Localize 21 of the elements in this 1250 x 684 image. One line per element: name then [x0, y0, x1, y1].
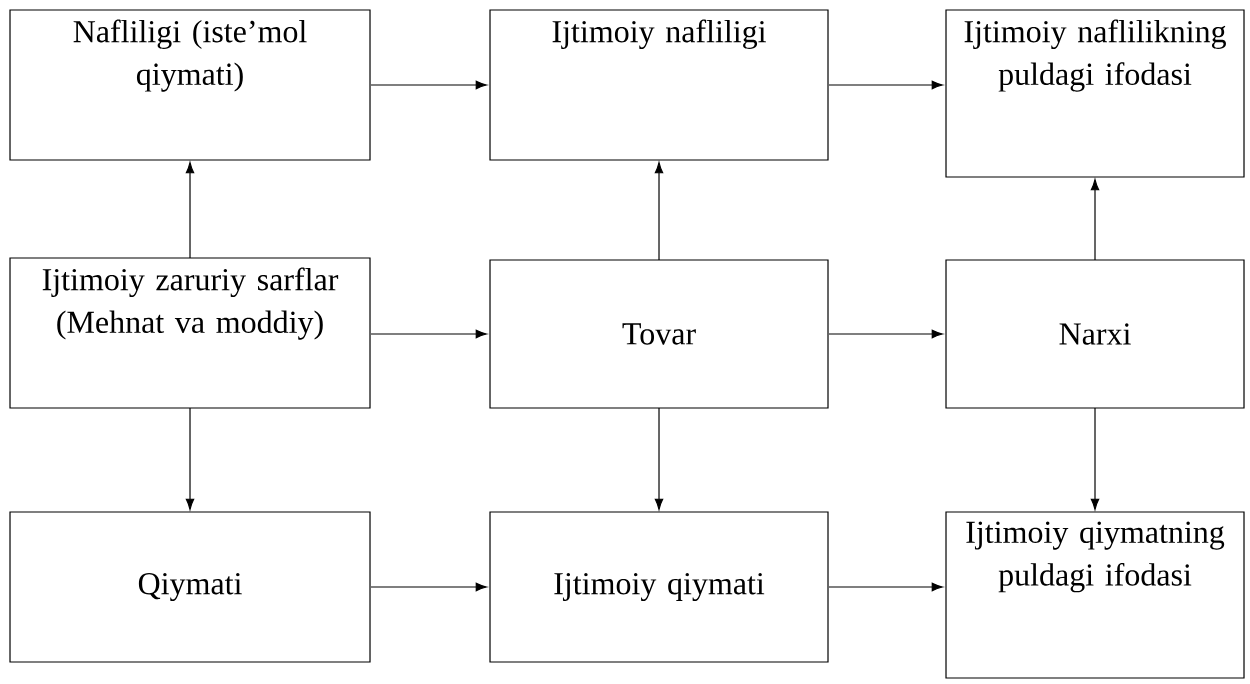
text-box: Ijtimoiy nafliligi — [489, 9, 829, 161]
arrow — [370, 582, 487, 592]
text-box: Ijtimoiy qiymati — [489, 511, 829, 663]
text-box: Ijtimoiy naflilikning puldagi ifodasi — [945, 9, 1245, 178]
arrow — [828, 80, 943, 90]
arrow — [370, 329, 487, 339]
arrow — [1090, 179, 1100, 261]
arrow — [828, 582, 943, 592]
arrow — [654, 407, 664, 510]
text-box: Tovar — [489, 259, 829, 409]
arrow — [370, 80, 487, 90]
text-box: Narxi — [945, 259, 1245, 409]
text-box: Qiymati — [9, 511, 371, 663]
text-box: Nafliligi (iste’mol qiymati) — [9, 9, 371, 161]
text-box: Ijtimoiy zaruriy sarflar (Mehnat va moddiy) — [9, 257, 371, 409]
text-box: Ijtimoiy qiymatning puldagi ifodasi — [945, 511, 1245, 679]
arrow — [185, 407, 195, 510]
arrow — [185, 162, 195, 259]
arrow — [828, 329, 943, 339]
arrow — [1090, 407, 1100, 510]
arrow — [654, 162, 664, 261]
